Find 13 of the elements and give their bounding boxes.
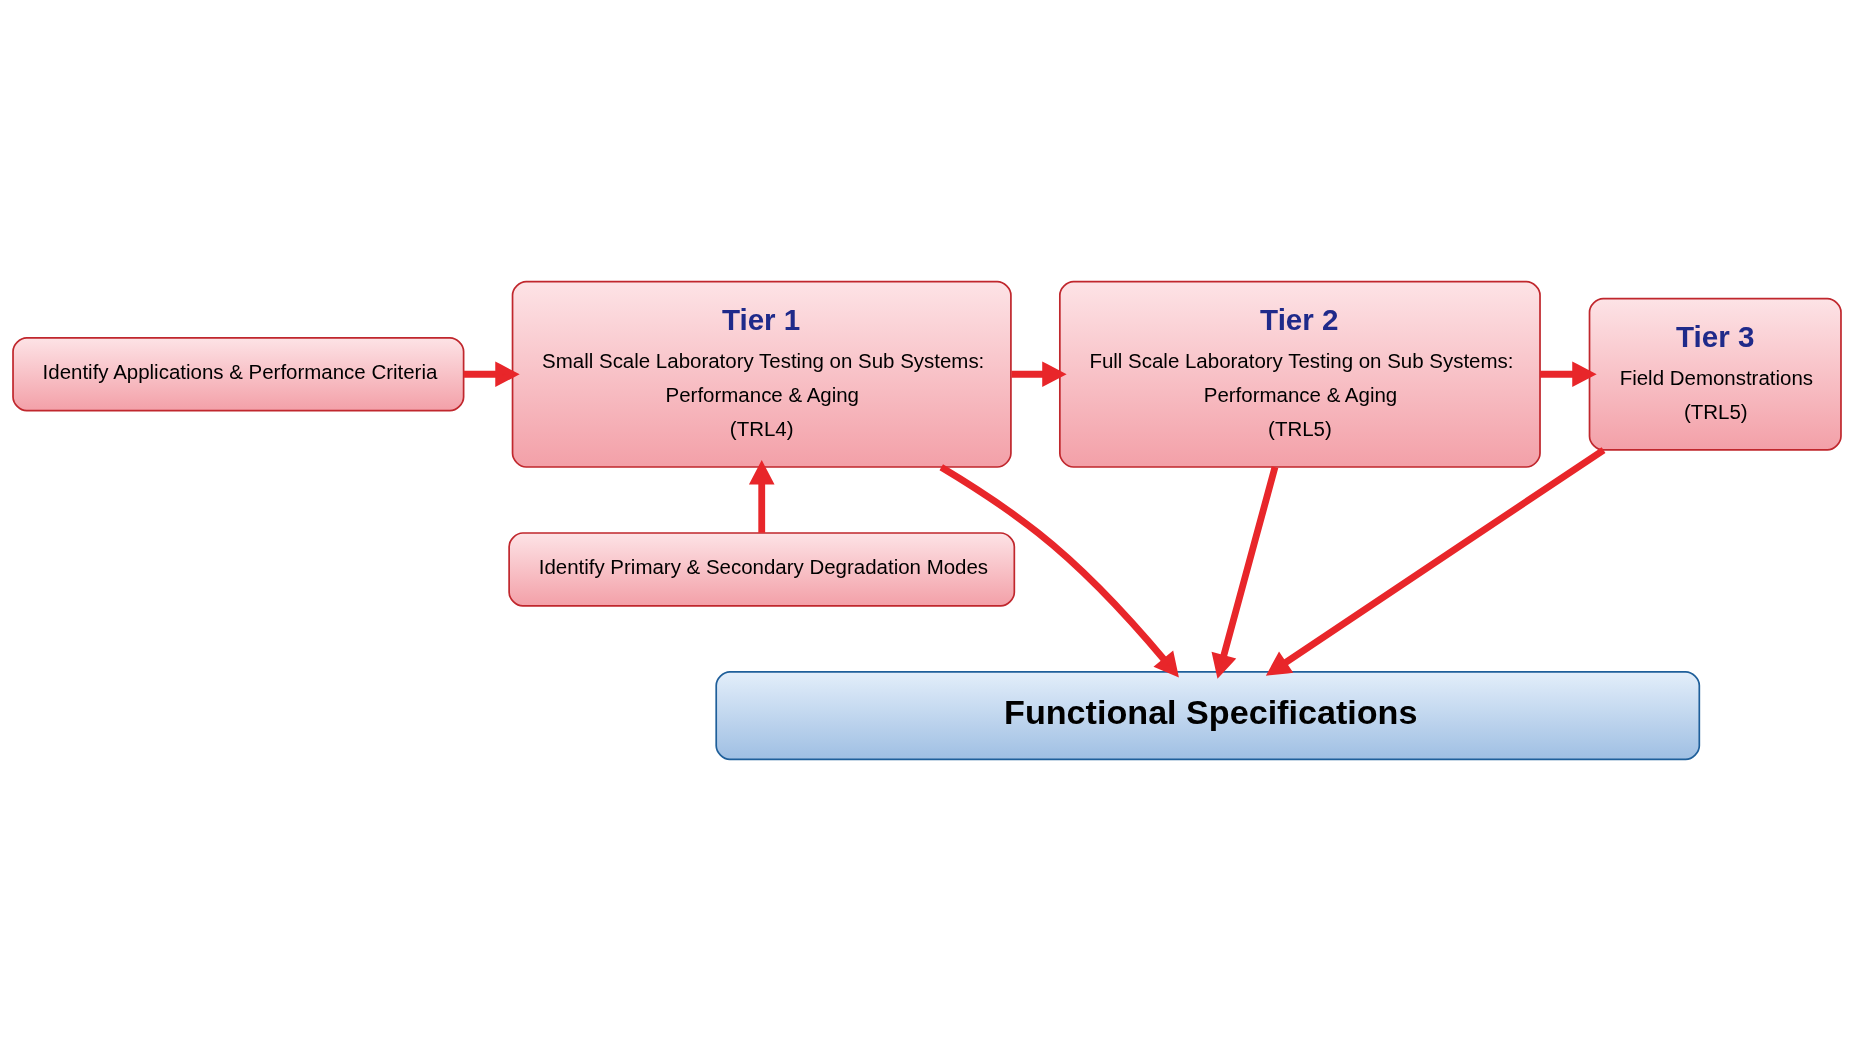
arrow [1540, 361, 1597, 388]
node-box: Identify Primary & Secondary Degradation Modes [508, 532, 1016, 607]
arrow [463, 361, 520, 388]
arrow [1211, 466, 1279, 679]
node-box: Identify Applications & Performance Criteria [12, 337, 465, 412]
arrow [1011, 361, 1067, 388]
node-box: Tier 2 Full Scale Laboratory Testing on Sub Systems: Performance & Aging (TRL5) [1059, 280, 1541, 468]
arrow [748, 460, 775, 533]
arrow [1265, 447, 1606, 676]
node-box: Tier 1 Small Scale Laboratory Testing on Sub Systems: Performance & Aging (TRL4) [511, 280, 1012, 468]
arrow [939, 464, 1179, 678]
node-box: Functional Specifications [715, 670, 1701, 761]
node-box: Tier 3 Field Demonstrations (TRL5) [1588, 297, 1842, 451]
